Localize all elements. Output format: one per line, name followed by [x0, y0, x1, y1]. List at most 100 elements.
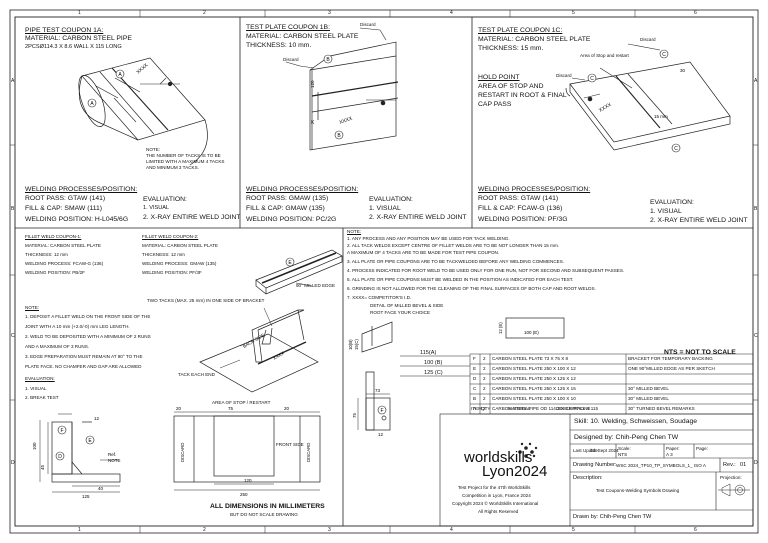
plate-2d-drawing: [173, 415, 321, 483]
fillet-notes-title: NOTE:: [25, 305, 40, 310]
bom-material: CARBON STEEL PLATE 250 X 100 X 12: [492, 366, 576, 371]
coupon-1b-root: ROOT PASS: GMAW (135): [246, 195, 329, 202]
row-c-right: C: [754, 333, 758, 339]
not-to-scale: NTS = NOT TO SCALE: [664, 349, 736, 356]
bom-material: CARBON STEEL PLATE 73 X 75 X 8: [492, 356, 569, 361]
general-note-4: 3. ALL PLATE OR PIPE COUPONS ARE TO BE T…: [347, 259, 565, 264]
plate-1b-k: K: [311, 120, 315, 126]
coupon-1b-eval-title: EVALUATION:: [369, 196, 413, 203]
fillet-1-material: MATERIAL: CARBON STEEL PLATE: [25, 243, 101, 248]
project-line-2: Competition in Lyon, France 2024: [462, 493, 531, 498]
fillet-2d-label-d: D: [55, 451, 65, 461]
coupon-1c-hold-3: CAP PASS: [478, 101, 512, 108]
col-1-bot: 1: [78, 527, 81, 533]
worldskills-logo-word: worldskills: [464, 449, 533, 466]
svg-text:C: C: [662, 52, 666, 58]
svg-text:B: B: [326, 57, 330, 63]
fillet-2-position: WELDING POSITION: PF/3F: [142, 270, 202, 275]
discard-left: DISCARD: [180, 443, 185, 462]
fillet-1-position: WELDING POSITION: PB/2F: [25, 270, 85, 275]
general-note-8: 7. XXXX= COMPETITOR'S I.D.: [347, 295, 412, 300]
bom-item: B: [473, 396, 477, 401]
bom-remarks: 30° MILLED BEVEL: [628, 386, 669, 391]
plate-1c-30: 30: [680, 68, 686, 73]
bom-header-remarks: REMARKS: [672, 406, 695, 411]
coupon-1a-eval-title: EVALUATION:: [143, 196, 187, 203]
bom-grid: [469, 353, 754, 415]
dim-10b: 10(B): [348, 339, 353, 350]
coupon-1a-position: WELDING POSITION: H-L045/6G: [25, 216, 129, 223]
plate-1c-xxxx: XXXX: [598, 102, 613, 114]
scale-label: Scale:: [618, 446, 631, 451]
ref-note: Ref.NOTE: [108, 452, 121, 463]
tjoint-back-side: BACK SIDE: [242, 333, 265, 349]
bom-header-descriptions: DESCRIPTIONS: [556, 406, 591, 411]
bom-header-qty: QTY: [481, 406, 491, 411]
dim-100: 100: [32, 442, 37, 450]
coupon-1a-size: 2PCSØ114.3 X 8.6 WALL X 115 LONG: [25, 44, 122, 50]
bom-remarks: 30° TURNED BEVEL: [628, 406, 672, 411]
bom-item: D: [473, 376, 477, 381]
dim-40: 40: [98, 486, 104, 491]
col-5-top: 5: [572, 10, 575, 16]
fillet-1-thickness: THICKNESS: 12 mm: [25, 252, 68, 257]
dim-20b: 20: [284, 406, 290, 411]
description-value: Test Coupons-Welding Symbols Drawing: [596, 488, 680, 493]
fillet-2d-drawing: [51, 421, 121, 483]
dim-75b: 75: [352, 412, 357, 418]
fillet-eval-title: EVALUATION:: [25, 376, 55, 381]
coupon-1c-thickness: THICKNESS: 15 mm.: [478, 45, 544, 52]
svg-text:C: C: [674, 146, 678, 152]
coupon-1b-process-title: WELDING PROCESSES/POSITION:: [246, 186, 359, 193]
do-not-scale: BUT DO NOT SCALE DRAWING: [230, 512, 298, 517]
coupon-1c-process-title: WELDING PROCESSES/POSITION:: [478, 186, 591, 193]
plate-1b-label-b: B: [323, 54, 333, 64]
fillet-note-4: AND A MAXIMUM OF 3 RUNS.: [25, 344, 90, 349]
coupon-1b-material: MATERIAL: CARBON STEEL PLATE: [246, 33, 359, 40]
coupon-1a-root: ROOT PASS: GTAW (141): [25, 195, 106, 202]
worldskills-logo-mark: [518, 442, 538, 458]
designed-by: Designed by: Chih-Peng Chen TW: [574, 434, 679, 441]
plate-1b-dim: 120: [310, 80, 315, 88]
general-notes-title: NOTE:: [347, 229, 362, 234]
dim-45: 45: [40, 464, 45, 470]
coupon-1b-fill: FILL & CAP: GMAW (135): [246, 205, 325, 212]
coupon-1c-hold-title: HOLD POINT: [478, 74, 520, 81]
general-note-7: 6. GRINDING IS NOT ALLOWED FOR THE CLEAN…: [347, 286, 596, 291]
all-dims-mm: ALL DIMENSIONS IN MILLIMETERS: [210, 503, 325, 510]
svg-text:B: B: [337, 133, 341, 139]
bevel-detail-title-2: ROOT FACE YOUR CHOICE: [370, 310, 431, 315]
bevel-detail-drawing: [361, 317, 565, 431]
bom-qty: 2: [483, 406, 486, 411]
coupon-1a-material: MATERIAL: CARBON STEEL PIPE: [25, 35, 132, 42]
coupon-1b-title: TEST PLATE COUPON 1B:: [246, 24, 330, 31]
coupon-1a-eval-2: 2. X-RAY ENTIRE WELD JOINT: [143, 214, 241, 221]
project-line-3: Copyright 2024 © WorldSkills Internation…: [452, 501, 539, 506]
coupon-1a-note-1: THE NUMBER OF TACKS IS TO BE: [146, 153, 221, 158]
svg-text:E: E: [88, 438, 92, 444]
plate-1b-label-b2: B: [334, 130, 344, 140]
bom-item: A: [473, 406, 477, 411]
fillet-2-title: FILLET WELD COUPON-2:: [142, 234, 199, 239]
rev-label: Rev.:: [723, 462, 736, 468]
general-note-5: 4. PROCESS INDICATED FOR ROOT WELD TO BE…: [347, 268, 625, 273]
tjoint-xxxx: XXXX: [272, 351, 285, 361]
fillet-2d-label-f: F: [57, 425, 67, 435]
bom-item: F: [473, 356, 476, 361]
row-a-left: A: [11, 78, 15, 84]
general-note-6: 5. ALL PLATE OR PIPE COUPONS MUST BE WEL…: [347, 277, 574, 282]
coupon-1c-discard-2: Discard: [556, 73, 572, 78]
bom-item: C: [473, 386, 477, 391]
coupon-1c-eval-title: EVALUATION:: [650, 199, 694, 206]
plate-1b-drawing: [309, 41, 399, 151]
tjoint-drawing: [199, 309, 319, 393]
dim-100e: 100 (E): [524, 330, 539, 335]
dim-12: 12: [94, 416, 100, 421]
fillet-note-5: 3. EDGE PREPARATION MUST REMAIN AT 90° T…: [25, 354, 143, 359]
coupon-1a-process-title: WELDING PROCESSES/POSITION:: [25, 186, 138, 193]
col-6-top: 6: [694, 10, 697, 16]
svg-text:D: D: [58, 454, 62, 460]
fillet-note-2: JOINT WITH A 10 mm (+2.0/-0) mm LEG LENG…: [25, 324, 130, 329]
project-line-1: Test Project for the 47th WorldSkills: [458, 485, 531, 490]
